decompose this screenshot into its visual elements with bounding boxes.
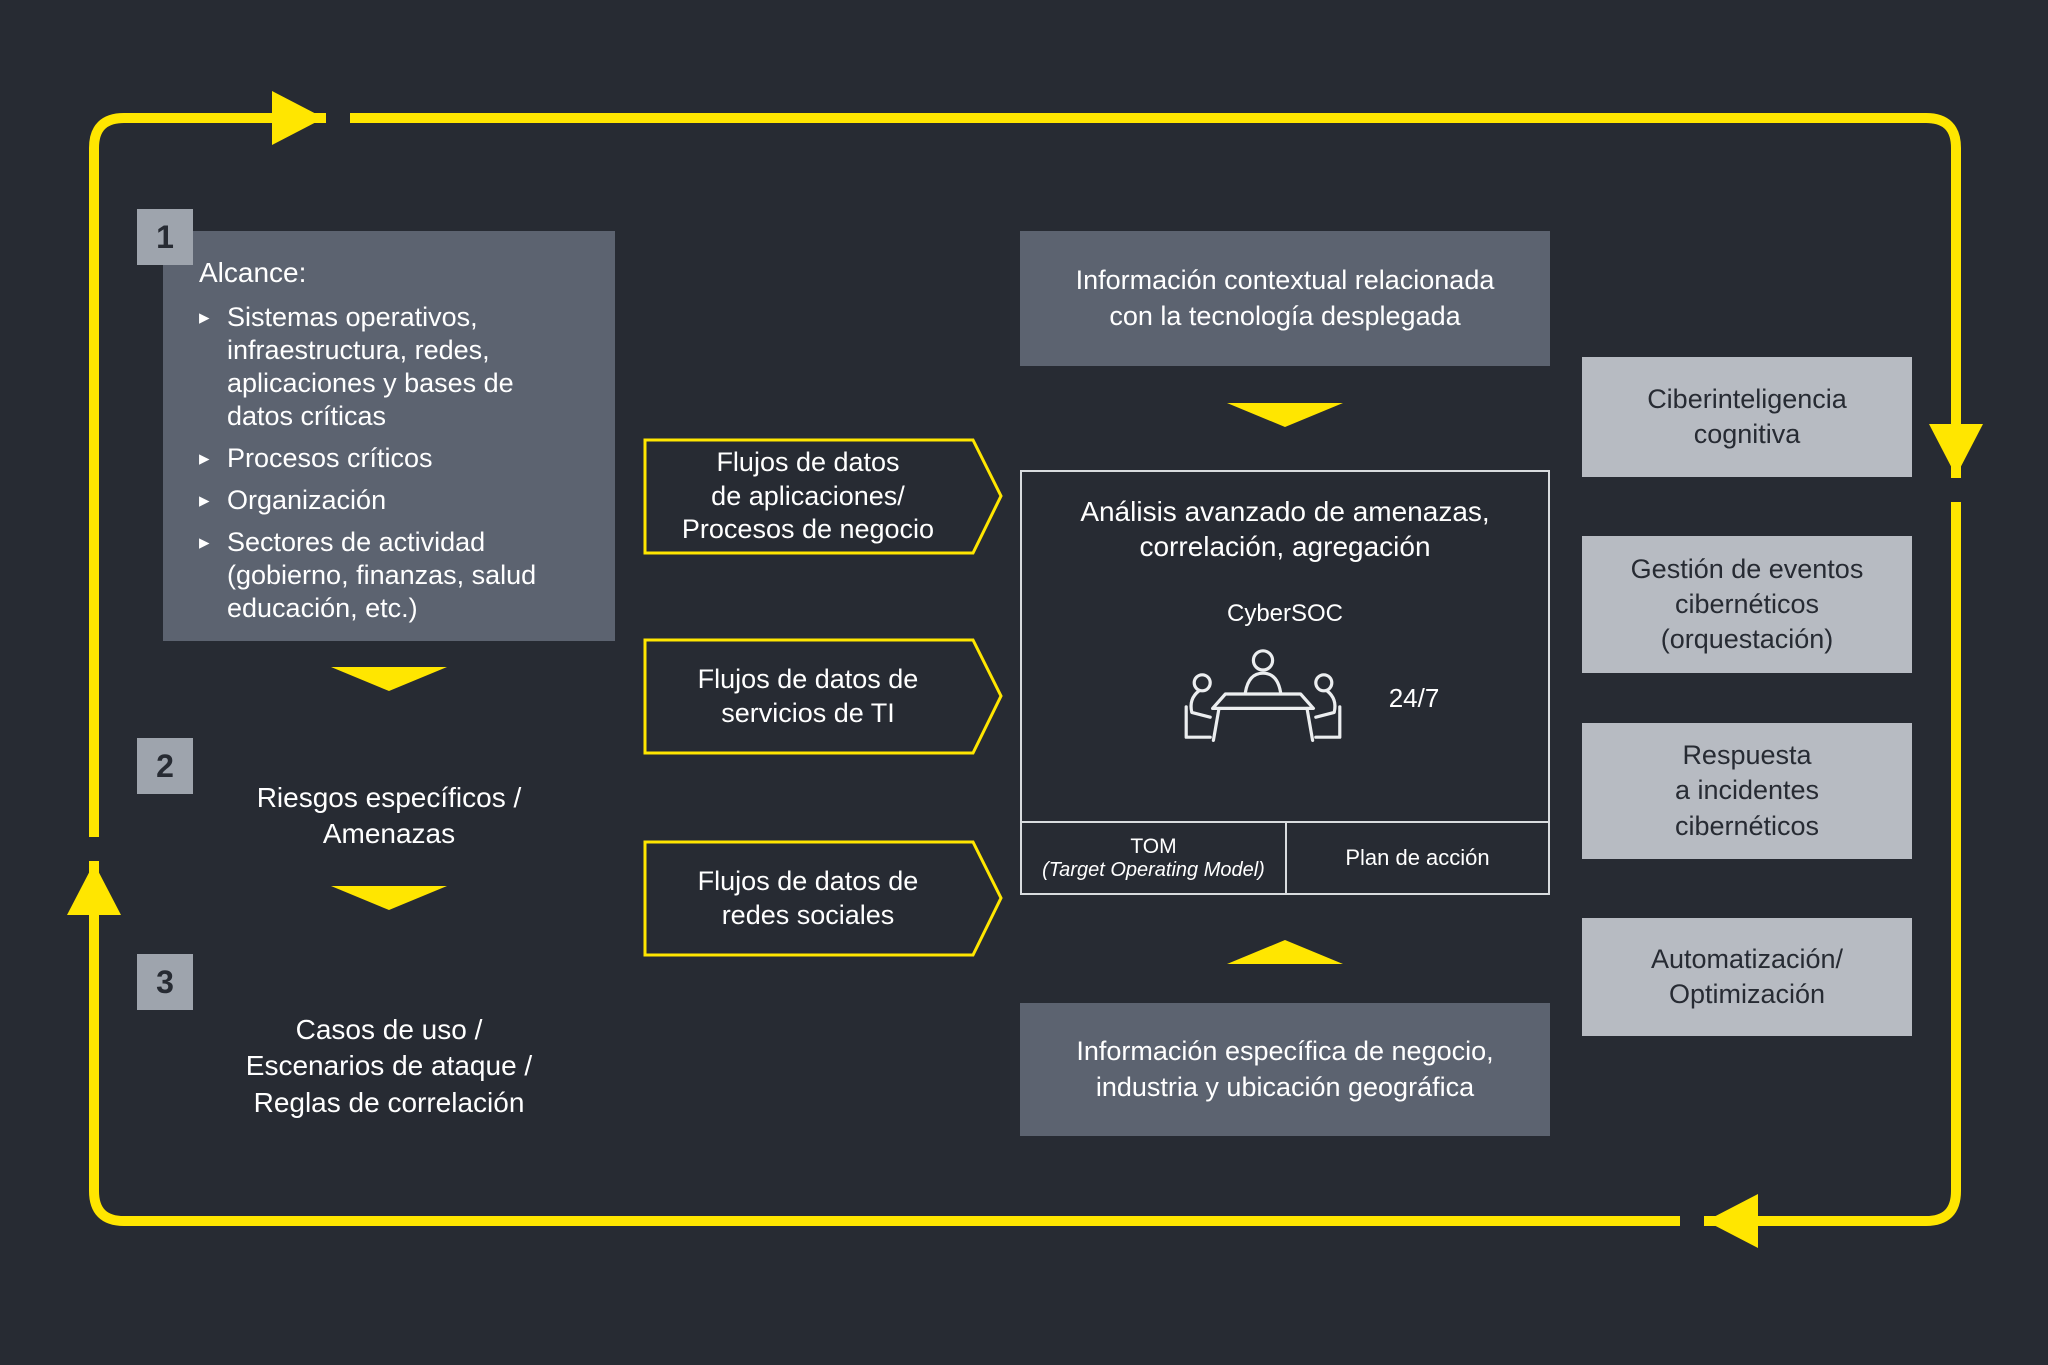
outcome-box-cyber-intelligence: Ciberinteligencia cognitiva [1582,357,1912,477]
loop-gap [84,837,104,861]
step-3-label: Casos de uso / Escenarios de ataque / Re… [245,1014,533,1118]
step-3-badge: 3 [137,954,193,1010]
flow-box-label: Flujos de datos de redes sociales [697,865,919,930]
step-2-label: Riesgos específicos / Amenazas [256,782,522,850]
pennant-outline-icon [643,638,1003,755]
outcome-box-event-management: Gestión de eventos cibernéticos (orquest… [1582,536,1912,673]
cybersoc-box: Análisis avanzado de amenazas, correlaci… [1020,470,1550,895]
cybersoc-team-icon [1184,649,1342,742]
scope-bullet-text: Sectores de actividad (gobierno, finanza… [227,526,537,623]
cycle-loop-path [89,113,1961,1226]
context-info-box: Información contextual relacionada con l… [1020,231,1550,366]
outcome-box-automation: Automatización/ Optimización [1582,918,1912,1036]
arrowhead-down-icon [1929,424,1983,476]
flow-box-it-services: Flujos de datos de servicios de TI [643,638,1005,755]
scope-bullet-text: Procesos críticos [227,442,433,473]
bullet-icon: ▸ [199,530,210,554]
scope-bullet-text: Sistemas operativos, infraestructura, re… [227,302,514,431]
loop-gap [326,108,350,128]
tom-cell: TOM (Target Operating Model) [1022,823,1285,893]
list-item: ▸ Procesos críticos [199,442,587,475]
scope-bullet-text: Organización [227,484,387,515]
action-plan-cell: Plan de acción [1285,823,1548,893]
flow-box-social-networks: Flujos de datos de redes sociales [643,840,1005,957]
outcome-box-incident-response: Respuesta a incidentes cibernéticos [1582,723,1912,859]
bullet-icon: ▸ [199,306,210,329]
flow-box-label: Flujos de datos de servicios de TI [697,663,919,728]
step-1-badge: 1 [137,209,193,265]
cybersoc-icon-row: 24/7 [1044,638,1570,758]
availability-label: 24/7 [1388,682,1440,713]
list-item: ▸ Sistemas operativos, infraestructura, … [199,301,587,433]
loop-gap [1946,478,1966,502]
tom-label: TOM [1130,834,1177,858]
list-item: ▸ Sectores de actividad (gobierno, finan… [199,526,587,625]
flow-box-label: Flujos de datos de aplicaciones/ Proceso… [681,446,935,545]
cybersoc-name: CyberSOC [1226,600,1344,627]
pennant-outline-icon [643,438,1003,555]
flow-box-applications: Flujos de datos de aplicaciones/ Proceso… [643,438,1005,555]
bullet-icon: ▸ [199,446,210,470]
step-2-badge: 2 [137,738,193,794]
scope-box: Alcance: ▸ Sistemas operativos, infraest… [163,231,615,641]
bullet-icon: ▸ [199,488,210,512]
tom-sublabel: (Target Operating Model) [1042,858,1265,881]
action-plan-label: Plan de acción [1345,845,1490,870]
pennant-outline-icon [643,840,1003,957]
scope-title: Alcance: [199,257,307,288]
arrowhead-left-icon [1706,1194,1758,1248]
arrowhead-up-icon [67,863,121,915]
loop-gap [1680,1211,1704,1231]
arrowhead-right-icon [272,91,324,145]
list-item: ▸ Organización [199,484,587,517]
cybersoc-title: Análisis avanzado de amenazas, correlaci… [1080,496,1490,562]
cybersoc-footer: TOM (Target Operating Model) Plan de acc… [1022,821,1548,893]
business-info-box: Información específica de negocio, indus… [1020,1003,1550,1136]
